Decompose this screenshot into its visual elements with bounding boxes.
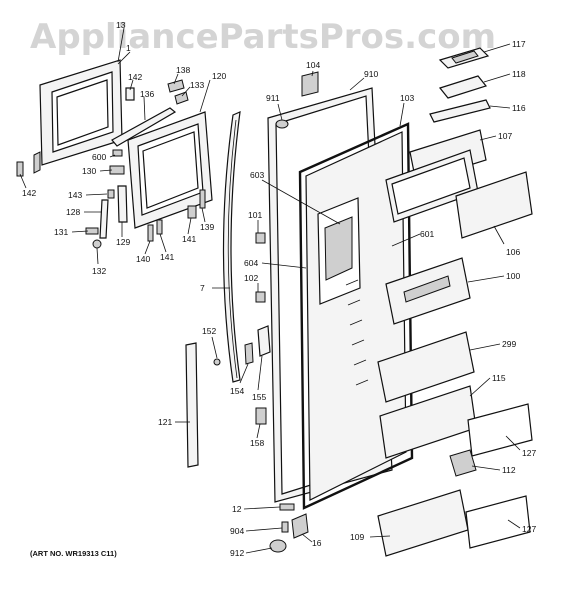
label-101: 101 bbox=[248, 210, 262, 220]
label-139: 139 bbox=[200, 222, 214, 232]
door-gasket-7 bbox=[222, 111, 241, 383]
actuator-129 bbox=[117, 185, 128, 223]
clip-138 bbox=[167, 79, 185, 93]
part-number-labels: 13 1 142 142 136 138 133 120 600 130 143… bbox=[22, 20, 536, 558]
label-154: 154 bbox=[230, 386, 244, 396]
label-1x: 1 bbox=[126, 43, 131, 53]
label-112: 112 bbox=[502, 465, 516, 475]
label-141a: 141 bbox=[160, 252, 174, 262]
shelf-299 bbox=[377, 331, 475, 403]
part-118 bbox=[438, 75, 488, 99]
label-127b: 127 bbox=[522, 524, 536, 534]
part-141b bbox=[187, 205, 197, 219]
label-136: 136 bbox=[140, 89, 154, 99]
part-116 bbox=[429, 99, 491, 123]
label-109: 109 bbox=[350, 532, 364, 542]
hinge-154 bbox=[244, 342, 254, 365]
bracket-142 bbox=[16, 87, 135, 177]
hinge-155 bbox=[257, 325, 271, 357]
label-104 bbox=[301, 71, 319, 97]
clip-133 bbox=[174, 91, 189, 105]
part-112 bbox=[449, 449, 477, 477]
label-7: 7 bbox=[200, 283, 205, 293]
door-liner-103 bbox=[298, 122, 414, 510]
label-299: 299 bbox=[502, 339, 516, 349]
label-121: 121 bbox=[158, 417, 172, 427]
part-141a bbox=[156, 219, 163, 235]
label-128: 128 bbox=[66, 207, 80, 217]
dispenser-housing bbox=[127, 111, 213, 229]
bin-cover-106 bbox=[455, 171, 533, 239]
part-16 bbox=[291, 513, 309, 539]
label-152: 152 bbox=[202, 326, 216, 336]
label-115: 115 bbox=[492, 373, 506, 383]
part-158 bbox=[255, 407, 267, 425]
label-138: 138 bbox=[176, 65, 190, 75]
trim-strip-136 bbox=[111, 107, 177, 147]
part-117 bbox=[438, 47, 490, 69]
label-155: 155 bbox=[252, 392, 266, 402]
label-131: 131 bbox=[54, 227, 68, 237]
cover-127b bbox=[465, 495, 531, 549]
label-16: 16 bbox=[312, 538, 322, 548]
part-102 bbox=[255, 291, 266, 303]
label-133: 133 bbox=[190, 80, 204, 90]
bin-109 bbox=[377, 489, 469, 557]
watermark-text: AppliancePartsPros.com bbox=[30, 17, 496, 57]
part-101 bbox=[255, 232, 266, 244]
dispenser-door-frame bbox=[33, 59, 123, 174]
label-106: 106 bbox=[506, 247, 520, 257]
leader-lines bbox=[19, 27, 521, 554]
label-911: 911 bbox=[266, 93, 280, 103]
label-118: 118 bbox=[512, 69, 526, 79]
label-158: 158 bbox=[250, 438, 264, 448]
label-603: 603 bbox=[250, 170, 264, 180]
part-12 bbox=[279, 503, 295, 511]
label-143: 143 bbox=[68, 190, 82, 200]
label-120: 120 bbox=[212, 71, 226, 81]
label-142b: 142 bbox=[22, 188, 36, 198]
screw-152 bbox=[213, 358, 221, 366]
label-132: 132 bbox=[92, 266, 106, 276]
label-13: 13 bbox=[116, 20, 126, 30]
trim-121 bbox=[185, 342, 199, 468]
shelf-100 bbox=[385, 257, 471, 325]
part-143 bbox=[107, 189, 115, 199]
label-104: 104 bbox=[306, 60, 320, 70]
cover-127a bbox=[467, 403, 533, 457]
label-12: 12 bbox=[232, 504, 242, 514]
part-132 bbox=[92, 239, 102, 249]
label-127a: 127 bbox=[522, 448, 536, 458]
label-116: 116 bbox=[512, 103, 526, 113]
label-910: 910 bbox=[364, 69, 378, 79]
art-number: (ART NO. WR19313 C11) bbox=[30, 549, 117, 558]
label-102: 102 bbox=[244, 273, 258, 283]
part-139 bbox=[199, 189, 206, 209]
label-604: 604 bbox=[244, 258, 258, 268]
label-601: 601 bbox=[420, 229, 434, 239]
label-142a: 142 bbox=[128, 72, 142, 82]
cap-911 bbox=[275, 119, 289, 129]
label-904: 904 bbox=[230, 526, 244, 536]
part-140 bbox=[147, 224, 154, 242]
label-130: 130 bbox=[82, 166, 96, 176]
label-117: 117 bbox=[512, 39, 526, 49]
label-103: 103 bbox=[400, 93, 414, 103]
part-130 bbox=[109, 165, 125, 175]
label-600: 600 bbox=[92, 152, 106, 162]
label-107: 107 bbox=[498, 131, 512, 141]
label-129: 129 bbox=[116, 237, 130, 247]
part-600 bbox=[112, 149, 123, 157]
part-912 bbox=[269, 539, 287, 553]
label-100: 100 bbox=[506, 271, 520, 281]
lever-128 bbox=[99, 199, 109, 239]
part-904 bbox=[281, 521, 289, 533]
label-140: 140 bbox=[136, 254, 150, 264]
label-912: 912 bbox=[230, 548, 244, 558]
label-141b: 141 bbox=[182, 234, 196, 244]
